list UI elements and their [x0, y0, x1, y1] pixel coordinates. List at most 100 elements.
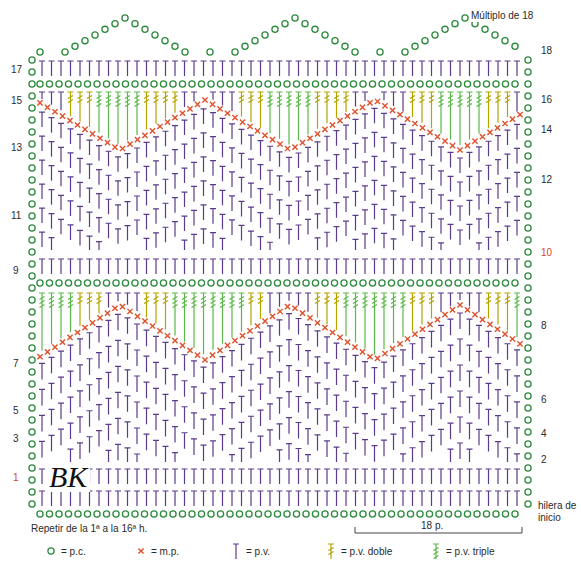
stitch-symbol — [220, 166, 226, 181]
chain-stitch — [132, 511, 138, 517]
stitch-symbol — [372, 368, 378, 384]
chain-stitch — [525, 453, 531, 459]
stitch-symbol — [495, 160, 501, 175]
stitch-symbol — [68, 225, 74, 240]
stitch-symbol — [296, 449, 302, 463]
stitch-symbol — [457, 259, 463, 274]
stitch-symbol — [191, 491, 197, 506]
chain-stitch — [464, 280, 470, 286]
stitch-symbol — [115, 444, 121, 460]
chain-stitch — [75, 81, 81, 87]
stitch-symbol — [400, 491, 406, 506]
row-number: 9 — [12, 265, 20, 277]
single-crochet — [472, 139, 477, 144]
stitch-symbol — [514, 172, 520, 187]
stitch-symbol — [125, 422, 131, 438]
chain-stitch — [341, 511, 347, 517]
stitch-symbol — [457, 339, 463, 355]
stitch-symbol — [163, 131, 169, 146]
chain-stitch — [103, 280, 109, 286]
stitch-symbol — [49, 214, 55, 229]
stitch-symbol — [210, 441, 216, 457]
single-crochet — [427, 322, 432, 327]
stitch-symbol — [248, 159, 254, 174]
stitch-symbol — [153, 61, 159, 76]
stitch-symbol — [467, 176, 473, 191]
stitch-symbol — [438, 171, 444, 186]
stitch-symbol — [467, 319, 473, 335]
stitch-symbol — [68, 201, 74, 216]
stitch-symbol — [267, 404, 273, 420]
stitch-symbol — [115, 157, 121, 172]
stitch-symbol — [372, 293, 378, 355]
stitch-symbol — [96, 469, 102, 484]
chain-stitch — [142, 26, 148, 32]
stitch-symbol — [258, 165, 264, 180]
stitch-symbol — [381, 362, 387, 378]
stitch-symbol — [372, 61, 378, 76]
stitch-symbol — [334, 447, 340, 462]
stitch-symbol — [191, 361, 197, 377]
stitch-symbol — [505, 178, 511, 193]
stitch-symbol — [106, 151, 112, 166]
chain-stitch — [341, 280, 347, 286]
legend-text: = p.v. — [246, 546, 270, 557]
chain-stitch — [29, 81, 35, 87]
chain-stitch — [29, 57, 35, 63]
stitch-symbol — [467, 469, 473, 484]
stitch-symbol — [457, 443, 463, 459]
stitch-symbol — [39, 259, 45, 274]
stitch-symbol — [467, 293, 473, 306]
stitch-symbol — [372, 446, 378, 462]
stitch-symbol — [438, 195, 444, 210]
stitch-symbol — [182, 469, 188, 484]
single-crochet — [300, 310, 305, 315]
stitch-symbol — [315, 409, 321, 425]
stitch-symbol — [267, 146, 273, 161]
stitch-symbol — [201, 393, 207, 409]
stitch-symbol — [457, 417, 463, 433]
stitch-symbol — [172, 427, 178, 443]
chain-stitch — [512, 81, 518, 87]
stitch-symbol — [334, 92, 340, 118]
single-crochet — [127, 142, 132, 147]
stitch-symbol — [486, 259, 492, 274]
chain-stitch — [369, 511, 375, 517]
stitch-symbol — [87, 359, 93, 375]
chain-stitch — [208, 280, 214, 286]
stitch-symbol — [286, 293, 292, 301]
single-crochet — [352, 109, 357, 114]
chain-stitch — [48, 548, 54, 554]
chain-stitch — [29, 501, 35, 507]
stitch-symbol — [410, 178, 416, 193]
stitch-symbol — [514, 293, 520, 337]
stitch-symbol — [429, 237, 435, 250]
stitch-symbol — [125, 370, 131, 386]
stitch-symbol — [438, 429, 444, 445]
stitch-symbol — [400, 428, 406, 444]
chain-stitch — [412, 43, 418, 49]
chain-stitch — [46, 511, 52, 517]
single-crochet — [97, 136, 102, 141]
chain-stitch — [525, 129, 531, 135]
chain-stitch — [227, 280, 233, 286]
stitch-symbol — [391, 382, 397, 398]
stitch-symbol — [258, 293, 264, 319]
stitch-symbol — [353, 239, 359, 250]
row-number: 18 — [540, 45, 553, 57]
stitch-symbol — [334, 343, 340, 359]
stitch-symbol — [77, 259, 83, 274]
stitch-symbol — [210, 259, 216, 274]
stitch-symbol — [144, 238, 150, 250]
stitch-symbol — [381, 440, 387, 456]
stitch-symbol — [400, 454, 406, 462]
stitch-symbol — [191, 210, 197, 225]
stitch-symbol — [248, 207, 254, 222]
stitch-symbol — [315, 435, 321, 451]
stitch-symbol — [68, 259, 74, 274]
stitch-symbol — [115, 92, 121, 144]
single-crochet — [112, 306, 117, 311]
stitch-symbol — [486, 409, 492, 425]
chain-stitch — [170, 511, 176, 517]
chain-stitch — [29, 309, 35, 315]
